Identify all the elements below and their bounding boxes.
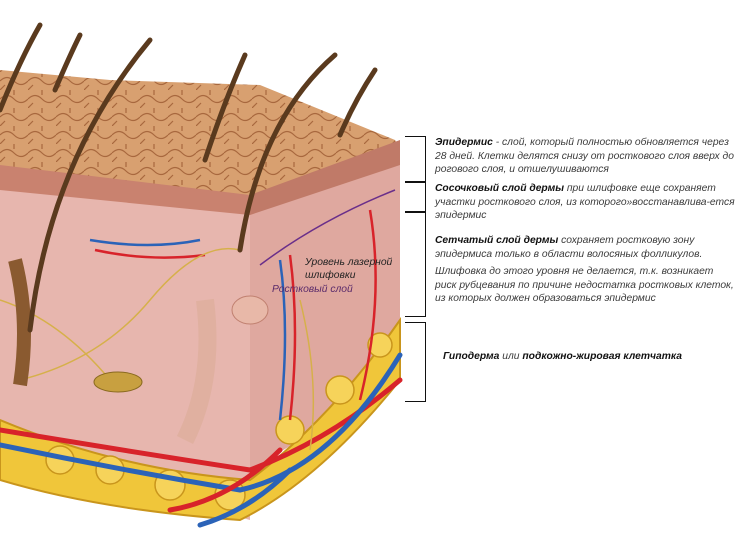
gland: [93, 371, 143, 393]
epidermis-bracket: [405, 136, 426, 182]
conjunction: или: [499, 351, 523, 362]
reticular-note: Шлифовка до этого уровня не делается, т.…: [435, 266, 734, 304]
label-line: Уровень лазерной: [305, 257, 393, 268]
description: - слой, который полностью обновляется че…: [435, 137, 734, 175]
epidermis-front-band: [0, 165, 250, 215]
epidermis-annotation: Эпидермис - слой, который полностью обно…: [435, 136, 735, 177]
epidermis-side-band: [250, 140, 400, 215]
hypodermis-annotation: Гиподерма или подкожно-жировая клетчатка: [443, 350, 735, 364]
laser-resurfacing-level-label: Уровень лазерной шлифовки: [305, 256, 392, 282]
papillary-annotation: Сосочковый слой дермы при шлифовке еще с…: [435, 182, 735, 223]
hair-follicle: [8, 258, 31, 387]
hypodermis-bracket: [405, 322, 426, 402]
description: сохраняет ростковую зону эпидермиса толь…: [435, 235, 703, 260]
term: Сосочковый слой дермы: [435, 183, 564, 194]
term: Эпидермис: [435, 137, 493, 148]
germinal-layer-label: Ростковый слой: [272, 284, 353, 295]
description: при шлифовке еще сохраняет участки ростк…: [435, 183, 735, 221]
reticular-bracket: [405, 212, 426, 317]
label-line: шлифовки: [305, 270, 356, 281]
hairs: [0, 22, 378, 333]
term: Гиподерма: [443, 351, 500, 362]
reticular-annotation: Сетчатый слой дермы сохраняет ростковую …: [435, 234, 735, 261]
term: подкожно-жировая клетчатка: [522, 351, 682, 362]
term: Сетчатый слой дермы: [435, 235, 559, 246]
epidermis-surface: [0, 70, 400, 205]
papillary-bracket: [405, 182, 426, 212]
